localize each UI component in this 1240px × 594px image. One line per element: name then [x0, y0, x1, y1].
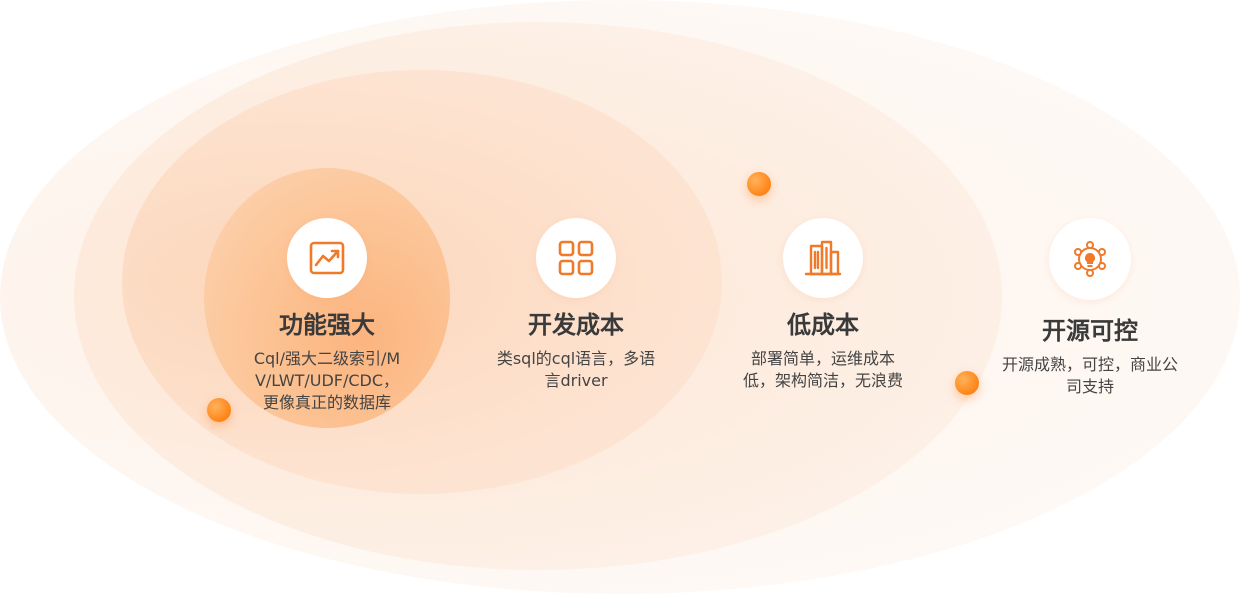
inner-ellipse [204, 168, 450, 428]
orange-dot [747, 172, 771, 196]
feature-desc: 类sql的cql语言，多语言driver [496, 349, 656, 390]
feature-title: 开源可控 [1042, 317, 1138, 345]
feature-desc: Cql/强大二级索引/MV/LWT/UDF/CDC，更像真正的数据库 [253, 349, 401, 412]
icon-badge [783, 218, 863, 298]
buildings-icon [804, 240, 842, 276]
feature-low-cost: 低成本 部署简单，运维成本低，架构简洁，无浪费 [743, 218, 903, 392]
trend-chart-icon [309, 241, 345, 275]
feature-desc: 开源成熟，可控，商业公司支持 [1001, 355, 1178, 396]
orange-dot [207, 398, 231, 422]
feature-powerful: 功能强大 Cql/强大二级索引/MV/LWT/UDF/CDC，更像真正的数据库 [247, 218, 407, 414]
orange-dot [955, 371, 979, 395]
grid-icon [558, 240, 594, 276]
icon-badge [1049, 218, 1131, 300]
feature-desc: 部署简单，运维成本低，架构简洁，无浪费 [743, 349, 904, 390]
feature-title: 开发成本 [528, 311, 624, 339]
feature-dev-cost: 开发成本 类sql的cql语言，多语言driver [492, 218, 660, 392]
feature-open-source: 开源可控 开源成熟，可控，商业公司支持 [1000, 218, 1180, 398]
icon-badge [536, 218, 616, 298]
feature-title: 低成本 [787, 311, 859, 339]
icon-badge [287, 218, 367, 298]
network-bulb-icon [1074, 241, 1106, 277]
feature-title: 功能强大 [279, 311, 375, 339]
